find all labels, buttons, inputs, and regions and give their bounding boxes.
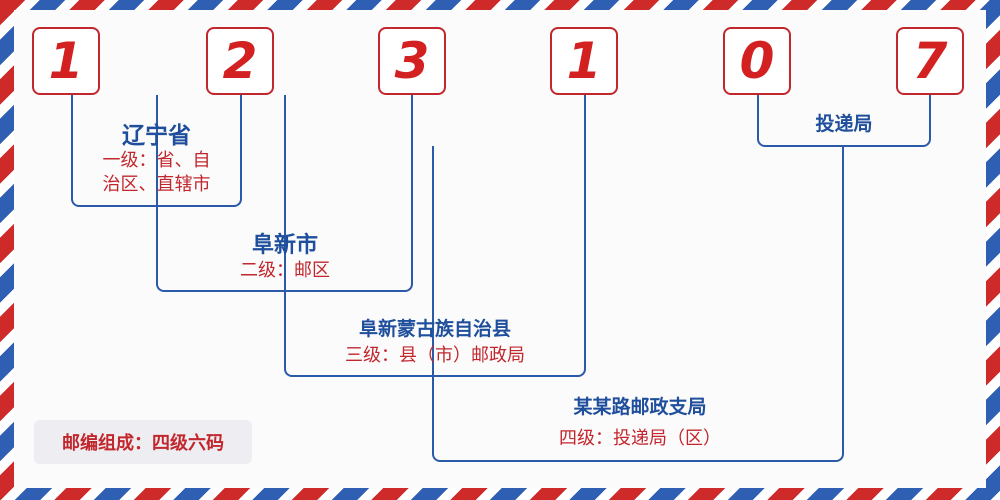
digit-5: 0 bbox=[739, 32, 775, 90]
digit-box-2: 2 bbox=[206, 27, 274, 95]
level-2-name: 阜新市 bbox=[251, 232, 318, 258]
legend-badge: 邮编组成：四级六码 bbox=[34, 420, 252, 464]
level-3-name: 阜新蒙古族自治县 bbox=[358, 318, 511, 340]
legend-text: 邮编组成：四级六码 bbox=[62, 433, 224, 454]
level-1-name: 辽宁省 bbox=[122, 122, 191, 149]
level-2-desc: 二级：邮区 bbox=[240, 260, 330, 281]
digit-1: 1 bbox=[48, 32, 84, 90]
envelope-body bbox=[14, 10, 986, 488]
digit-box-1: 1 bbox=[32, 27, 100, 95]
digit-box-5: 0 bbox=[723, 27, 791, 95]
delivery-bureau-name: 投递局 bbox=[815, 113, 873, 135]
digit-box-6: 7 bbox=[896, 27, 964, 95]
connector-level-3 bbox=[284, 95, 586, 377]
level-1-desc-line2: 治区、直辖市 bbox=[102, 174, 211, 195]
digit-2: 2 bbox=[222, 32, 258, 90]
digit-box-4: 1 bbox=[550, 27, 618, 95]
level-4-name: 某某路邮政支局 bbox=[573, 396, 707, 418]
level-3-desc: 三级：县（市）邮政局 bbox=[345, 345, 525, 366]
level-4-desc: 四级：投递局（区） bbox=[559, 428, 721, 449]
digit-6: 7 bbox=[912, 32, 948, 90]
digit-4: 1 bbox=[566, 32, 602, 90]
digit-3: 3 bbox=[394, 32, 430, 90]
connector-delivery bbox=[757, 95, 931, 147]
connector-level-4 bbox=[432, 146, 844, 462]
level-1-desc-line1: 一级：省、自 bbox=[102, 150, 211, 171]
digit-box-3: 3 bbox=[378, 27, 446, 95]
